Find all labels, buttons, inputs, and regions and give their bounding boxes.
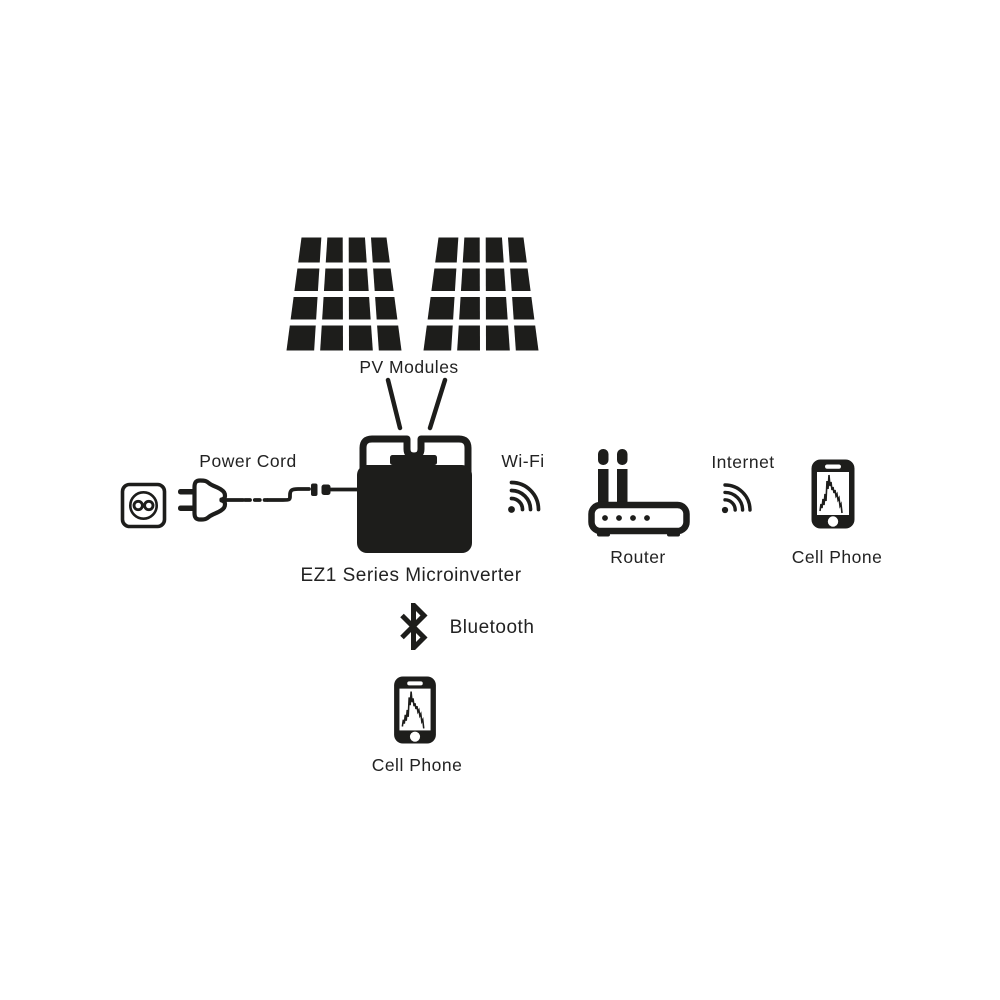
cell-phone-wifi-label: Cell Phone: [791, 547, 883, 567]
cell-phone-icon: [811, 459, 855, 529]
solar-panel-icon: [286, 237, 539, 351]
wall-outlet-icon: [120, 482, 167, 529]
screen-chart-line: [401, 691, 425, 729]
microinverter-icon: [357, 377, 472, 553]
screen-chart-line: [819, 474, 843, 514]
microinverter-label: EZ1 Series Microinverter: [300, 565, 522, 586]
cell-phone-bluetooth-label: Cell Phone: [371, 755, 463, 775]
power-plug-icon: [178, 478, 228, 522]
internet-label: Internet: [711, 452, 775, 472]
power-cord-label: Power Cord: [199, 451, 297, 471]
pv-modules-label: PV Modules: [359, 357, 459, 377]
router-label: Router: [610, 547, 666, 567]
microinverter-port-bar: [390, 455, 437, 465]
power-cord-assembly: [120, 478, 359, 529]
pv-cable-lines: [385, 377, 448, 431]
wifi-label: Wi-Fi: [501, 451, 545, 471]
cord-connector: [311, 483, 331, 496]
microinverter-body: [357, 465, 472, 553]
cell-phone-icon: [394, 676, 436, 744]
wifi-signal-icon: [721, 483, 752, 514]
power-cord-line: [223, 487, 359, 502]
wifi-signal-icon: [508, 480, 541, 513]
router-icon: [588, 449, 690, 537]
bluetooth-icon: [400, 603, 428, 650]
bluetooth-label: Bluetooth: [449, 617, 535, 638]
